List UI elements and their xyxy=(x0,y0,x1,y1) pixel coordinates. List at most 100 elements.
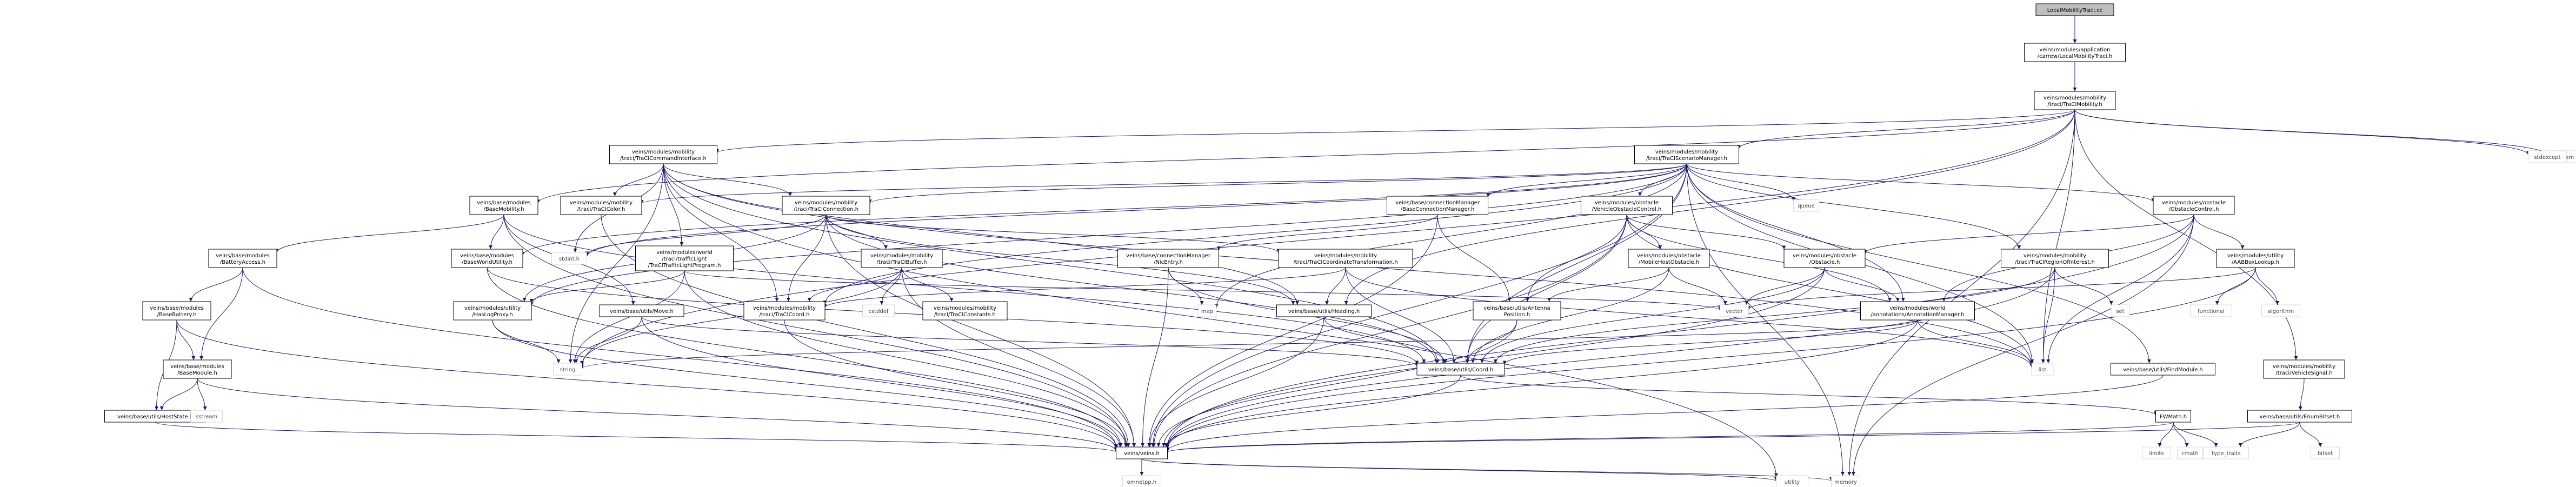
node-coord[interactable]: veins/base/utils/Coord.h xyxy=(1416,363,1505,376)
node-mlp[interactable]: veins/modules/utility/HasLogProxy.h xyxy=(453,301,532,321)
node-nic[interactable]: veins/base/connectionManager/NicEntry.h xyxy=(1117,249,1219,268)
node-tcc[interactable]: veins/modules/mobility/traci/TraCICoord.… xyxy=(743,301,826,321)
node-label: /traci/TraCIScenarioManager.h xyxy=(1646,156,1727,162)
node-wtl[interactable]: veins/modules/world/traci/trafficLight/T… xyxy=(635,245,734,271)
node-bmob[interactable]: veins/base/modules/BaseMobility.h xyxy=(469,196,538,215)
node-tconst[interactable]: veins/modules/mobility/traci/TraCIConsta… xyxy=(922,301,1008,321)
node-label: /traci/TraCIBuffer.h xyxy=(877,259,927,265)
node-tcm[interactable]: veins/modules/mobility/traci/TraCIMobili… xyxy=(2034,91,2116,110)
node-box xyxy=(1473,301,1561,321)
node-move[interactable]: veins/base/utils/Move.h xyxy=(599,304,684,317)
node-ttraits: type_traits xyxy=(2204,446,2249,459)
node-box xyxy=(2528,150,2567,163)
edge-fwm-to-ttraits xyxy=(2173,422,2218,448)
node-label: veins/modules/mobility xyxy=(934,305,996,311)
node-box xyxy=(1783,249,1866,268)
node-box xyxy=(2035,3,2114,16)
node-fwm[interactable]: FWMath.h xyxy=(2155,410,2191,423)
node-tsm[interactable]: veins/modules/mobility/traci/TraCIScenar… xyxy=(1634,145,1739,164)
node-functional: functional xyxy=(2190,304,2232,317)
node-obs[interactable]: veins/modules/obstacle/Obstacle.h xyxy=(1783,249,1866,268)
node-label: algorithm xyxy=(2268,309,2294,315)
edge-bmod-to-hstate xyxy=(159,378,198,411)
node-oc[interactable]: veins/modules/obstacle/ObstacleControl.h xyxy=(2153,196,2235,215)
edge-head-to-veins xyxy=(1148,316,1324,448)
node-label: cstddef xyxy=(869,309,889,315)
node-box xyxy=(1860,301,1975,321)
node-box xyxy=(1197,304,1217,317)
edge-tcm-to-tci xyxy=(715,109,2075,154)
edge-tcon-to-stdint xyxy=(585,214,827,256)
node-label: bitset xyxy=(2318,451,2333,457)
node-find[interactable]: veins/base/utils/FindModule.h xyxy=(2111,363,2215,376)
edge-tcon-to-tct xyxy=(826,214,1281,253)
node-lmt[interactable]: veins/modules/application/carrew/LocalMo… xyxy=(2024,43,2126,62)
node-bbat[interactable]: veins/base/modules/BaseBattery.h xyxy=(142,301,211,321)
node-box xyxy=(208,249,277,268)
node-box xyxy=(1634,145,1739,164)
node-set: set xyxy=(2111,304,2130,317)
node-label: /ObstacleControl.h xyxy=(2169,206,2219,212)
edge-aabb-to-algorithm xyxy=(2255,267,2280,305)
edge-tci-to-tcc xyxy=(663,163,779,302)
node-tcol[interactable]: veins/modules/mobility/traci/TraCIColor.… xyxy=(560,196,642,215)
edge-tcon-to-head xyxy=(826,214,1295,305)
node-sstream: sstream xyxy=(190,410,223,423)
node-box xyxy=(1776,475,1808,487)
node-ebs[interactable]: veins/base/utils/EnumBitset.h xyxy=(2247,410,2352,423)
node-veins[interactable]: veins/veins.h xyxy=(1116,446,1168,459)
edge-tct-to-coord xyxy=(1345,267,1456,364)
node-tcon[interactable]: veins/modules/mobility/traci/TraCIConnec… xyxy=(782,196,870,215)
edge-aabb-to-veins xyxy=(1166,267,2256,449)
node-label: stdexcept xyxy=(2534,155,2560,161)
node-bmod[interactable]: veins/base/modules/BaseModule.h xyxy=(163,359,232,379)
node-aabb[interactable]: veins/modules/utility/AABBoxLookup.h xyxy=(2216,249,2295,268)
node-label: veins/base/modules xyxy=(460,253,514,259)
node-tbuf[interactable]: veins/modules/mobility/traci/TraCIBuffer… xyxy=(861,249,943,268)
node-bwu[interactable]: veins/base/modules/BaseWorldUtility.h xyxy=(451,249,523,268)
node-label: limits xyxy=(2149,451,2164,457)
edge-bcm-to-nic xyxy=(1217,214,1438,250)
node-tct[interactable]: veins/modules/mobility/traci/TraCICoordi… xyxy=(1278,249,1413,268)
node-head[interactable]: veins/base/utils/Heading.h xyxy=(1276,304,1372,317)
edge-ann-to-coord xyxy=(1502,319,1918,365)
edge-tsm-to-memory xyxy=(1686,163,1845,476)
node-vsig[interactable]: veins/modules/mobility/traci/VehicleSign… xyxy=(2263,359,2345,379)
edge-ant-to-veins xyxy=(1156,319,1517,448)
edge-aabb-to-vector xyxy=(1747,267,2256,310)
edge-tbuf-to-tconst xyxy=(901,267,954,302)
node-root[interactable]: LocalMobilityTraci.cc xyxy=(2035,3,2114,16)
node-label: stdint.h xyxy=(559,256,580,262)
node-label: /AABBoxLookup.h xyxy=(2232,259,2279,265)
node-voc[interactable]: veins/modules/obstacle/VehicleObstacleCo… xyxy=(1581,196,1673,215)
edge-move-to-veins xyxy=(641,316,1122,448)
node-memory: memory xyxy=(1831,475,1860,487)
edge-bmod-to-sstream xyxy=(197,378,207,411)
node-ann[interactable]: veins/modules/world/annotations/Annotati… xyxy=(1860,301,1975,321)
edge-move-to-coord xyxy=(641,316,1419,367)
edge-mlp-to-veins xyxy=(492,319,1118,448)
node-label: cmath xyxy=(2181,451,2199,457)
node-box xyxy=(469,196,538,215)
node-label: veins/modules/world xyxy=(1889,305,1945,311)
node-roi[interactable]: veins/modules/mobility/traci/TraCIRegion… xyxy=(2001,249,2109,268)
node-label: veins/base/utils/Heading.h xyxy=(1288,309,1360,315)
node-label: /BaseWorldUtility.h xyxy=(462,259,512,265)
node-box xyxy=(190,410,223,423)
node-label: veins/base/utils/EnumBitset.h xyxy=(2260,414,2340,420)
node-label: string xyxy=(560,367,576,373)
edge-roi-to-list xyxy=(2041,267,2055,364)
node-mo[interactable]: veins/modules/obstacle/MobileHostObstacl… xyxy=(1628,249,1710,268)
node-label: veins/modules/obstacle xyxy=(1637,253,1701,259)
node-tci[interactable]: veins/modules/mobility/traci/TraCIComman… xyxy=(609,145,717,164)
node-bacc[interactable]: veins/base/modules/BatteryAccess.h xyxy=(208,249,277,268)
edge-coord-to-fwm xyxy=(1460,375,2158,416)
edge-bmob-to-coord xyxy=(503,214,1426,364)
node-box xyxy=(560,196,642,215)
node-cstddef: cstddef xyxy=(862,304,895,317)
node-box xyxy=(1793,199,1819,212)
node-bcm[interactable]: veins/base/connectionManager/BaseConnect… xyxy=(1387,196,1488,215)
node-box xyxy=(142,301,211,321)
edge-tci-to-head xyxy=(663,163,1300,305)
